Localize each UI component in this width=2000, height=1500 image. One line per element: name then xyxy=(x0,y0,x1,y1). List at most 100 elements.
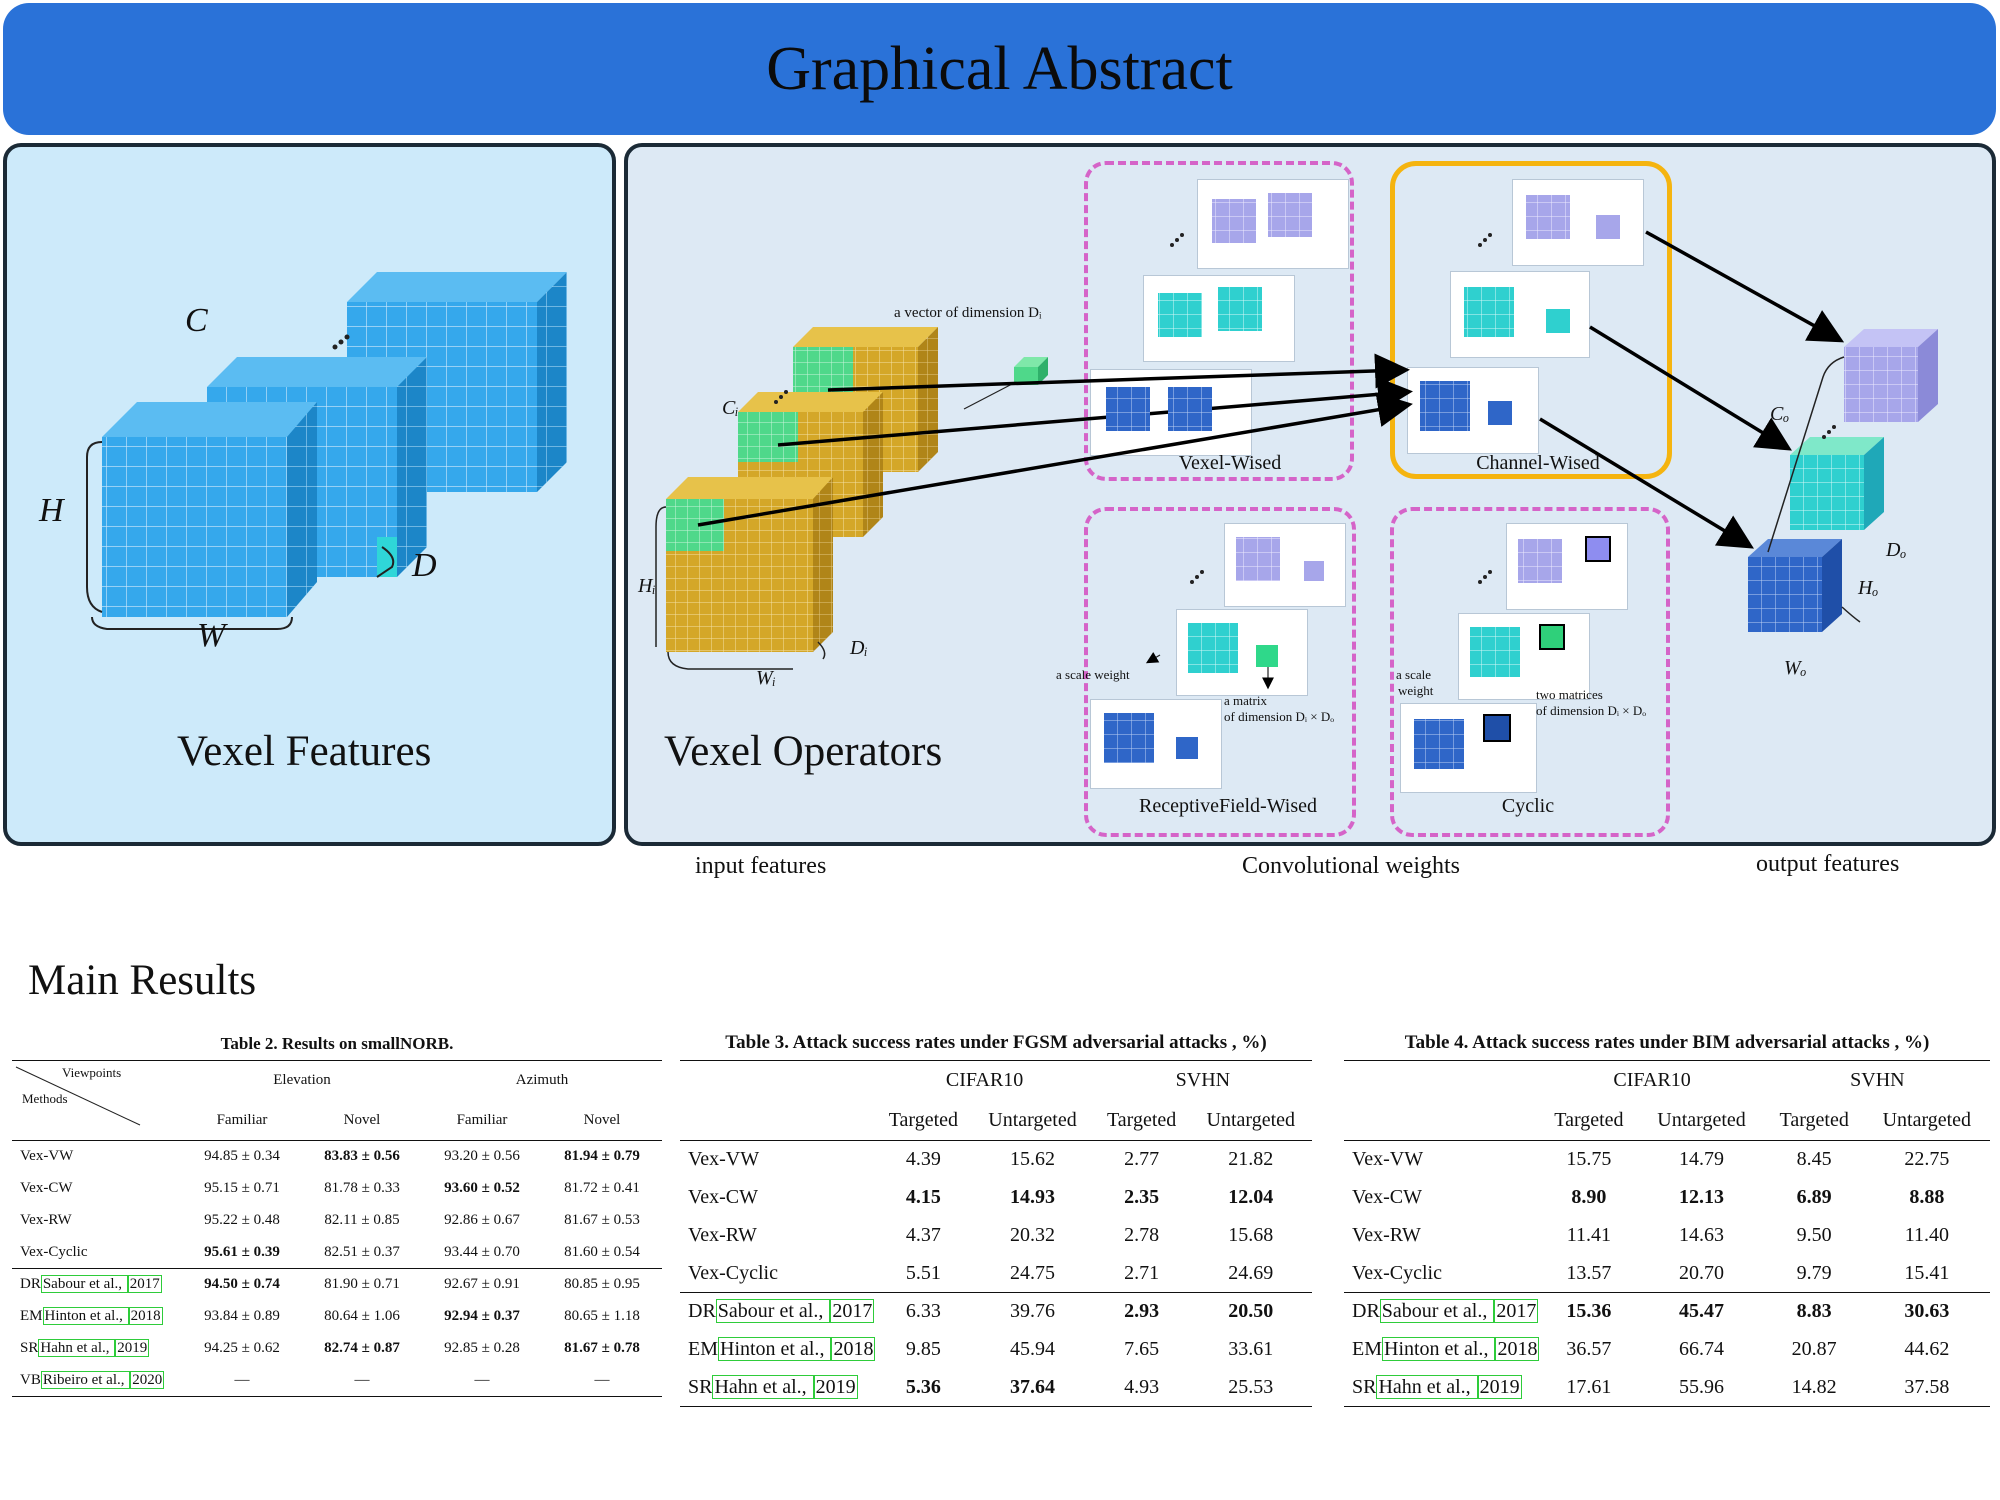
citation-link[interactable]: Hahn et al., xyxy=(38,1339,116,1357)
citation-link[interactable]: Hahn et al., xyxy=(712,1374,814,1399)
table-3-sub-3: Untargeted xyxy=(1206,1108,1296,1131)
method-cell: Vex-CW xyxy=(1352,1186,1422,1208)
d-label: D xyxy=(412,547,437,584)
citation-link[interactable]: Hinton et al., xyxy=(42,1307,129,1325)
citation-link[interactable]: Sabour et al., xyxy=(1379,1299,1495,1324)
output-features-caption: output features xyxy=(1756,851,1900,877)
value-cell: 24.69 xyxy=(1228,1261,1274,1284)
value-cell: 45.94 xyxy=(1010,1338,1055,1360)
channel-wised-box xyxy=(1390,161,1672,479)
vexel-wised-label: Vexel-Wised xyxy=(1178,452,1282,474)
value-cell: 8.88 xyxy=(1909,1186,1945,1208)
citation-year[interactable]: 2017 xyxy=(830,1299,875,1324)
vexel-wised-box xyxy=(1084,161,1354,481)
method-cell: Vex-VW xyxy=(1352,1148,1424,1171)
value-cell: 80.85 ± 0.95 xyxy=(564,1276,640,1293)
citation-year[interactable]: 2018 xyxy=(128,1307,163,1325)
value-cell: 24.75 xyxy=(1010,1261,1055,1284)
citation-year[interactable]: 2018 xyxy=(1495,1337,1540,1361)
citation-link[interactable]: Sabour et al., xyxy=(40,1275,128,1294)
value-cell: 93.20 ± 0.56 xyxy=(444,1148,520,1165)
value-cell: 14.79 xyxy=(1679,1148,1725,1171)
citation-author[interactable]: Sabour et al. xyxy=(717,1300,819,1323)
value-cell: 82.51 ± 0.37 xyxy=(324,1243,400,1260)
citation-author[interactable]: Ribeiro et al. xyxy=(42,1371,121,1388)
value-cell: — xyxy=(234,1371,250,1388)
value-cell: 55.96 xyxy=(1679,1375,1725,1398)
table-4-group-0: CIFAR10 xyxy=(1613,1069,1691,1092)
value-cell: 9.85 xyxy=(905,1338,941,1360)
value-cell: 83.83 ± 0.56 xyxy=(324,1148,400,1165)
citation-author[interactable]: Hinton et al. xyxy=(1384,1338,1484,1360)
method-prefix: DR xyxy=(688,1300,716,1323)
value-cell: 66.74 xyxy=(1679,1338,1725,1360)
value-cell: 45.47 xyxy=(1679,1300,1725,1323)
citation-author[interactable]: Hahn et al. xyxy=(714,1375,802,1398)
do-label: Dₒ xyxy=(1886,539,1907,561)
two-matrices-1: two matrices xyxy=(1536,687,1603,702)
citation-author[interactable]: Sabour et al. xyxy=(1381,1300,1483,1323)
graphical-abstract-banner: Graphical Abstract xyxy=(3,3,1996,135)
value-cell: 17.61 xyxy=(1566,1375,1612,1398)
citation-link[interactable]: Hinton et al., xyxy=(718,1337,832,1361)
value-cell: 93.44 ± 0.70 xyxy=(444,1243,520,1260)
table-4-sub-3: Untargeted xyxy=(1882,1108,1972,1131)
method-cell: Vex-RW xyxy=(688,1224,757,1246)
method-cell: Vex-VW xyxy=(688,1148,760,1171)
wo-label: Wₒ xyxy=(1784,657,1807,679)
citation-author[interactable]: Hahn et al. xyxy=(40,1340,106,1356)
citation-year[interactable]: 2017 xyxy=(127,1275,162,1294)
citation-year[interactable]: 2019 xyxy=(1477,1374,1522,1399)
citation-link[interactable]: Sabour et al., xyxy=(715,1299,831,1324)
method-prefix: SR xyxy=(688,1375,713,1398)
two-matrices-2: of dimension Dᵢ × Dₒ xyxy=(1536,703,1646,718)
value-cell: 81.67 ± 0.53 xyxy=(564,1212,640,1228)
citation-author[interactable]: Hahn et al. xyxy=(1378,1375,1466,1398)
vexel-operators-panel: Vexel Operators xyxy=(624,143,1996,846)
value-cell: 14.63 xyxy=(1679,1224,1725,1246)
citation-link[interactable]: Hinton et al., xyxy=(1382,1337,1496,1361)
table-2-sub-0: Familiar xyxy=(216,1111,268,1128)
cyclic-label: Cyclic xyxy=(1501,795,1555,817)
vexel-features-title: Vexel Features xyxy=(177,728,432,775)
table-3-group-0: CIFAR10 xyxy=(945,1069,1024,1092)
vexel-operators-title: Vexel Operators xyxy=(664,728,943,775)
method-prefix: EM xyxy=(1352,1338,1382,1360)
value-cell: 2.77 xyxy=(1124,1148,1160,1171)
method-prefix: EM xyxy=(688,1338,718,1360)
citation-year[interactable]: 2018 xyxy=(831,1337,876,1361)
scale-weight-cy-2: weight xyxy=(1398,683,1434,698)
table-2-caption: Table 2. Results on smallNORB. xyxy=(220,1034,454,1053)
citation-year[interactable]: 2019 xyxy=(813,1374,858,1399)
citation-year[interactable]: 2020 xyxy=(130,1370,165,1389)
value-cell: 15.41 xyxy=(1904,1261,1950,1284)
value-cell: 22.75 xyxy=(1904,1148,1950,1171)
method-prefix: EM xyxy=(20,1308,43,1324)
value-cell: 44.62 xyxy=(1904,1338,1950,1360)
value-cell: 92.85 ± 0.28 xyxy=(444,1340,520,1356)
citation-link[interactable]: Ribeiro et al., xyxy=(40,1370,131,1389)
citation-author[interactable]: Hinton et al. xyxy=(44,1308,120,1324)
input-features-caption: input features xyxy=(695,853,827,879)
citation-author[interactable]: Sabour et al. xyxy=(42,1276,119,1293)
citation-year[interactable]: 2017 xyxy=(1494,1299,1539,1324)
citation-link[interactable]: Hahn et al., xyxy=(1376,1374,1478,1399)
citation-author[interactable]: Hinton et al. xyxy=(720,1338,820,1360)
table-3: Table 3. Attack success rates under FGSM… xyxy=(680,1032,1312,1407)
wi-label: Wᵢ xyxy=(756,667,776,689)
citation-year[interactable]: 2019 xyxy=(115,1339,150,1357)
